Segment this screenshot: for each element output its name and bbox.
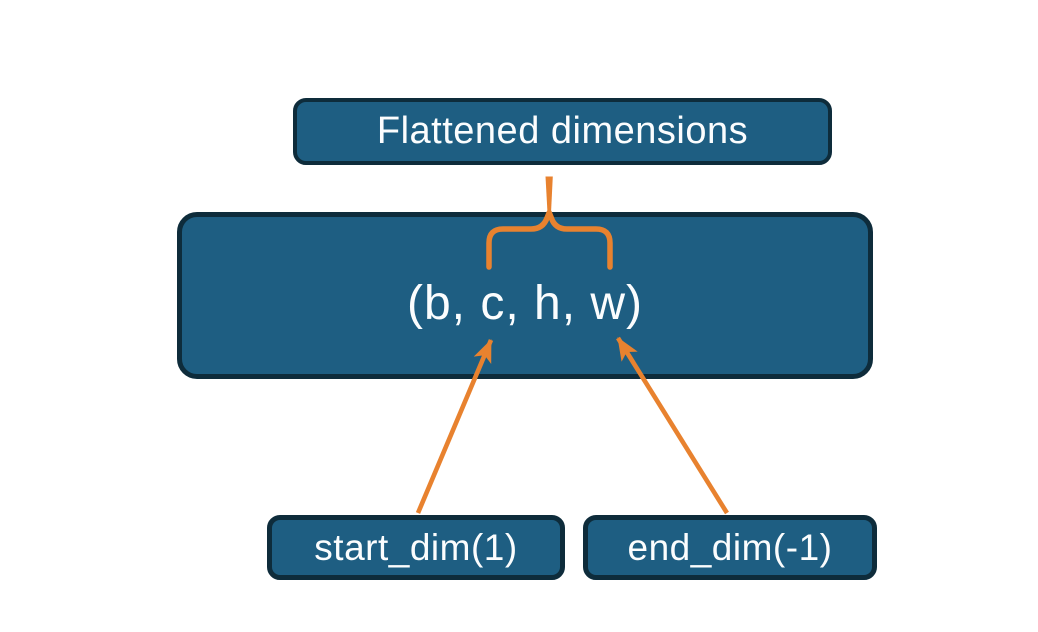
start-dim-label: start_dim(1) (314, 526, 518, 568)
end-dim-label: end_dim(-1) (627, 526, 833, 568)
node-tensor-shape: (b, c, h, w) (177, 212, 873, 379)
brace-stem (545, 176, 553, 213)
node-flattened-dimensions: Flattened dimensions (293, 98, 832, 165)
flattened-dimensions-label: Flattened dimensions (376, 110, 749, 152)
node-end-dim: end_dim(-1) (583, 515, 877, 580)
node-start-dim: start_dim(1) (267, 515, 565, 580)
tensor-shape-label: (b, c, h, w) (406, 276, 644, 330)
